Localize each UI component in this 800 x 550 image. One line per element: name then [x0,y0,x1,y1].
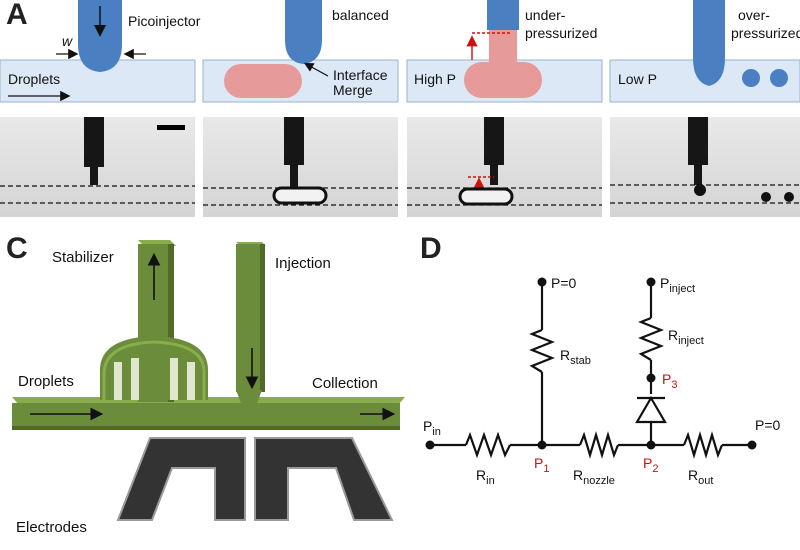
panel-d-circuit [430,282,752,459]
injected-droplet [742,69,760,87]
electrode-left [116,437,246,521]
panel-b-micrograph-2 [203,117,398,217]
resistor-r-in [464,431,511,459]
picoinjector-nozzle [285,0,322,64]
injected-droplet [770,69,788,87]
panel-c-device: Stabilizer Injection Droplets Collection… [12,240,405,536]
picoinjector-label: Picoinjector [128,13,201,29]
low-p-label: Low P [618,71,657,87]
interface-label: Interface [333,67,388,83]
electrodes-label: Electrodes [16,519,87,536]
width-label: w [62,33,73,49]
panel-a-frame-3: under- pressurized High P [406,0,603,103]
label-r-out: Rout [688,467,713,487]
panel-d-labels: P=0 Pinject Rinject Rstab P3 Pin P=0 Rin… [423,275,781,487]
electrode-right [254,437,394,521]
label-r-nozzle: Rnozzle [573,467,615,487]
droplet [464,62,542,98]
droplets-label: Droplets [18,373,74,390]
over-label: over- [738,7,770,23]
panel-a-letter: A [6,0,28,31]
label-r-inject: Rinject [668,327,704,347]
resistor-r-out [682,431,724,459]
interface-arrow [303,62,329,77]
droplet-outline [272,186,328,205]
main-channel-top [12,397,405,404]
panel-d-nodes [425,277,757,450]
resistor-r-nozzle [578,431,620,459]
droplet-bulge [489,30,517,64]
droplet [224,64,302,98]
resistor-r-stab [529,328,555,373]
under-label: under- [525,7,566,23]
node-p1 [537,440,547,450]
node-p2 [646,440,656,450]
node-p0-top [537,277,547,287]
panel-a-frame-2: balanced Interface Merge [202,0,399,103]
label-r-in: Rin [476,467,495,487]
panel-d-diode [635,395,667,424]
main-channel [12,403,400,428]
panel-a-frame-4: over- pressurized Low P [609,0,800,103]
picoinjector-nozzle [487,0,519,30]
picoinjector-nozzle [693,0,725,86]
panel-b-micrograph-4 [610,117,800,217]
label-p0-top: P=0 [551,275,577,291]
scale-bar [157,125,185,130]
label-p2: P2 [643,455,658,475]
stabilizer-manifold [100,336,208,400]
label-r-stab: Rstab [560,347,591,367]
droplet-outline [458,187,514,206]
label-p-inject: Pinject [660,275,695,295]
droplets-label: Droplets [8,71,60,87]
panel-b-micrograph-1 [0,117,195,217]
diode-triangle [635,395,667,424]
label-p1: P1 [534,455,549,475]
node-p-inject [646,277,656,287]
label-p-in: Pin [423,418,441,438]
panel-d-letter: D [420,232,442,265]
injection-label: Injection [275,255,331,272]
node-p3 [646,373,656,383]
balanced-label: balanced [332,7,389,23]
panel-a-frame-1: Picoinjector w Droplets [0,0,201,103]
node-p-in [425,440,435,450]
resistor-r-inject [638,316,664,361]
pressurized-label: pressurized [731,25,800,41]
high-p-label: High P [414,71,456,87]
collection-label: Collection [312,375,378,392]
label-p3: P3 [662,371,677,391]
pressurized-label: pressurized [525,25,597,41]
merge-label: Merge [333,82,373,98]
label-p0-right: P=0 [755,417,781,433]
stabilizer-label: Stabilizer [52,249,114,266]
injection-channel [236,244,262,392]
panel-b-micrograph-3 [407,117,602,217]
panel-c-letter: C [6,232,28,265]
node-p-out [747,440,757,450]
